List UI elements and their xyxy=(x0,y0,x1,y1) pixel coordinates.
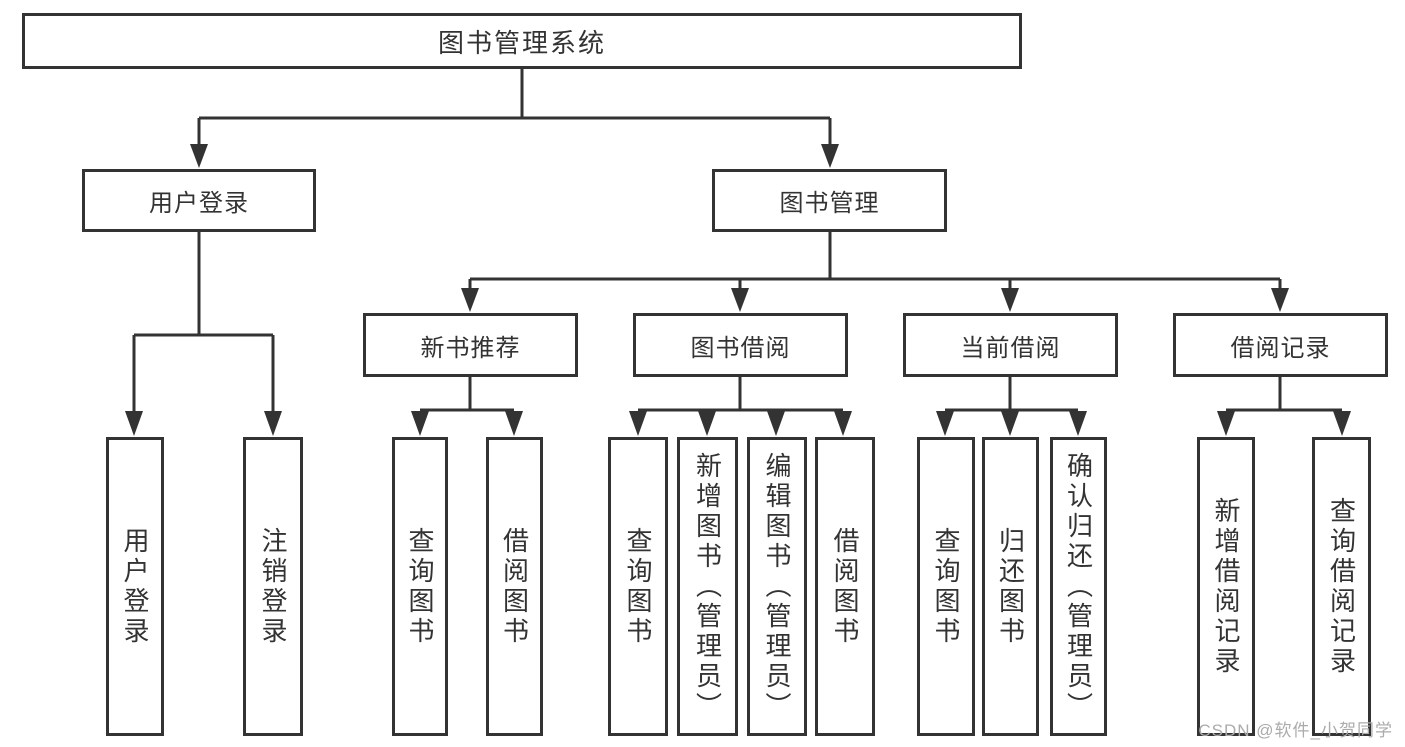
arrowhead-icon xyxy=(767,411,785,436)
node-label: 查询图书 xyxy=(623,526,653,647)
node-label: 归还图书 xyxy=(995,526,1026,647)
arrowhead-icon xyxy=(629,411,647,436)
arrowhead-icon xyxy=(731,288,749,312)
leaf-return-book: 归还图书 xyxy=(982,437,1039,736)
node-label: 查询借阅记录 xyxy=(1326,496,1357,677)
leaf-user-login: 用户登录 xyxy=(106,437,164,736)
arrowhead-icon xyxy=(1069,411,1087,436)
leaf-query-book-borrow: 查询图书 xyxy=(608,437,668,736)
node-label: 确认归还（管理员） xyxy=(1063,451,1094,722)
node-current-borrow: 当前借阅 xyxy=(903,313,1118,377)
node-label: 图书借阅 xyxy=(690,334,791,362)
leaf-borrow-book: 借阅图书 xyxy=(815,437,875,736)
node-label: 借阅记录 xyxy=(1230,334,1331,362)
node-root-system: 图书管理系统 xyxy=(22,13,1022,69)
node-book-borrow: 图书借阅 xyxy=(633,313,848,377)
arrowhead-icon xyxy=(411,411,429,436)
node-label: 新书推荐 xyxy=(420,334,521,362)
arrowhead-icon xyxy=(1001,288,1019,312)
connector-path xyxy=(132,69,1342,414)
leaf-add-book-admin: 新增图书（管理员） xyxy=(677,437,738,736)
arrowhead-group xyxy=(125,144,1351,436)
leaf-query-book-current: 查询图书 xyxy=(917,437,975,736)
leaf-edit-book-admin: 编辑图书（管理员） xyxy=(747,437,807,736)
node-label: 新增借阅记录 xyxy=(1211,496,1241,677)
leaf-borrow-book-recommend: 借阅图书 xyxy=(486,437,543,736)
node-label: 查询图书 xyxy=(405,526,435,647)
node-label: 查询图书 xyxy=(931,526,961,647)
node-user-login: 用户登录 xyxy=(82,169,316,232)
node-label: 编辑图书（管理员） xyxy=(762,451,792,722)
arrowhead-icon xyxy=(1001,411,1019,436)
arrowhead-icon xyxy=(834,411,852,436)
node-book-management: 图书管理 xyxy=(712,169,947,232)
node-label: 图书管理系统 xyxy=(437,27,606,58)
arrowhead-icon xyxy=(821,144,839,168)
leaf-query-book-recommend: 查询图书 xyxy=(392,437,448,736)
node-label: 注销登录 xyxy=(258,526,288,647)
node-label: 图书管理 xyxy=(779,190,880,217)
arrowhead-icon xyxy=(461,288,479,312)
node-new-book-recommend: 新书推荐 xyxy=(363,313,578,377)
csdn-watermark: CSDN @软件_小贺同学 xyxy=(1198,721,1393,740)
node-borrow-record: 借阅记录 xyxy=(1173,313,1388,377)
leaf-logout: 注销登录 xyxy=(243,437,303,736)
node-label: 用户登录 xyxy=(120,526,150,647)
arrowhead-icon xyxy=(1217,411,1235,436)
arrowhead-icon xyxy=(936,411,954,436)
node-label: 当前借阅 xyxy=(960,334,1061,362)
arrowhead-icon xyxy=(264,411,282,436)
arrowhead-icon xyxy=(190,144,208,168)
node-label: 借阅图书 xyxy=(830,526,860,647)
arrowhead-icon xyxy=(1333,411,1351,436)
leaf-add-borrow-record: 新增借阅记录 xyxy=(1197,437,1255,736)
arrowhead-icon xyxy=(125,411,143,436)
leaf-query-borrow-record: 查询借阅记录 xyxy=(1312,437,1371,736)
node-label: 借阅图书 xyxy=(499,526,530,647)
node-label: 用户登录 xyxy=(149,190,249,217)
arrowhead-icon xyxy=(1271,288,1289,312)
arrowhead-icon xyxy=(698,411,716,436)
node-label: 新增图书（管理员） xyxy=(692,451,723,722)
leaf-confirm-return-admin: 确认归还（管理员） xyxy=(1050,437,1107,736)
arrowhead-icon xyxy=(505,411,523,436)
